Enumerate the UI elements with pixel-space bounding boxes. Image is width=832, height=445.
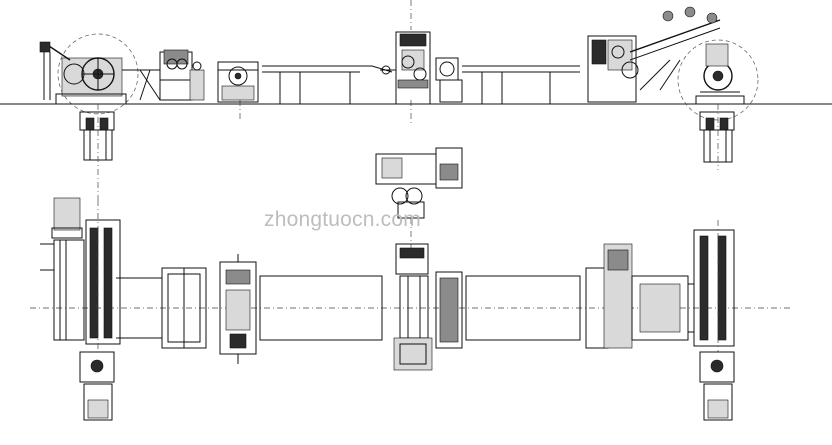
leveler-elevation: [217, 61, 259, 103]
uncoiler-plan: [40, 197, 121, 350]
recoiler-plan: [585, 220, 735, 352]
overhead-drive-plan: [375, 147, 463, 250]
strip-left: [116, 267, 207, 349]
watermark-text: zhongtuocn.com: [264, 208, 421, 231]
pit-right: [699, 104, 735, 170]
straightener-elevation: [159, 49, 205, 101]
elevation-view: [0, 0, 832, 200]
bottom-drive-left: [79, 351, 115, 421]
plan-view: [30, 147, 790, 421]
shear-elevation: [380, 31, 463, 105]
leveler-plan: [219, 254, 257, 364]
coil-outline: [57, 33, 139, 115]
runout-table-left: [259, 275, 383, 341]
pinch-roll-plan: [435, 271, 463, 349]
uncoiler-body: [61, 57, 123, 97]
pit-left: [79, 104, 115, 200]
bottom-drive-right: [699, 351, 735, 421]
recoiler-elevation: [587, 6, 759, 121]
shear-plan: [393, 243, 433, 371]
runout-table-right: [465, 275, 581, 341]
recoil-outline: [677, 39, 759, 121]
conveyor-table-right: [462, 65, 580, 104]
belt-arm: [629, 19, 721, 53]
uncoiler-elevation: [39, 33, 161, 115]
conveyor-table-left: [262, 65, 393, 104]
